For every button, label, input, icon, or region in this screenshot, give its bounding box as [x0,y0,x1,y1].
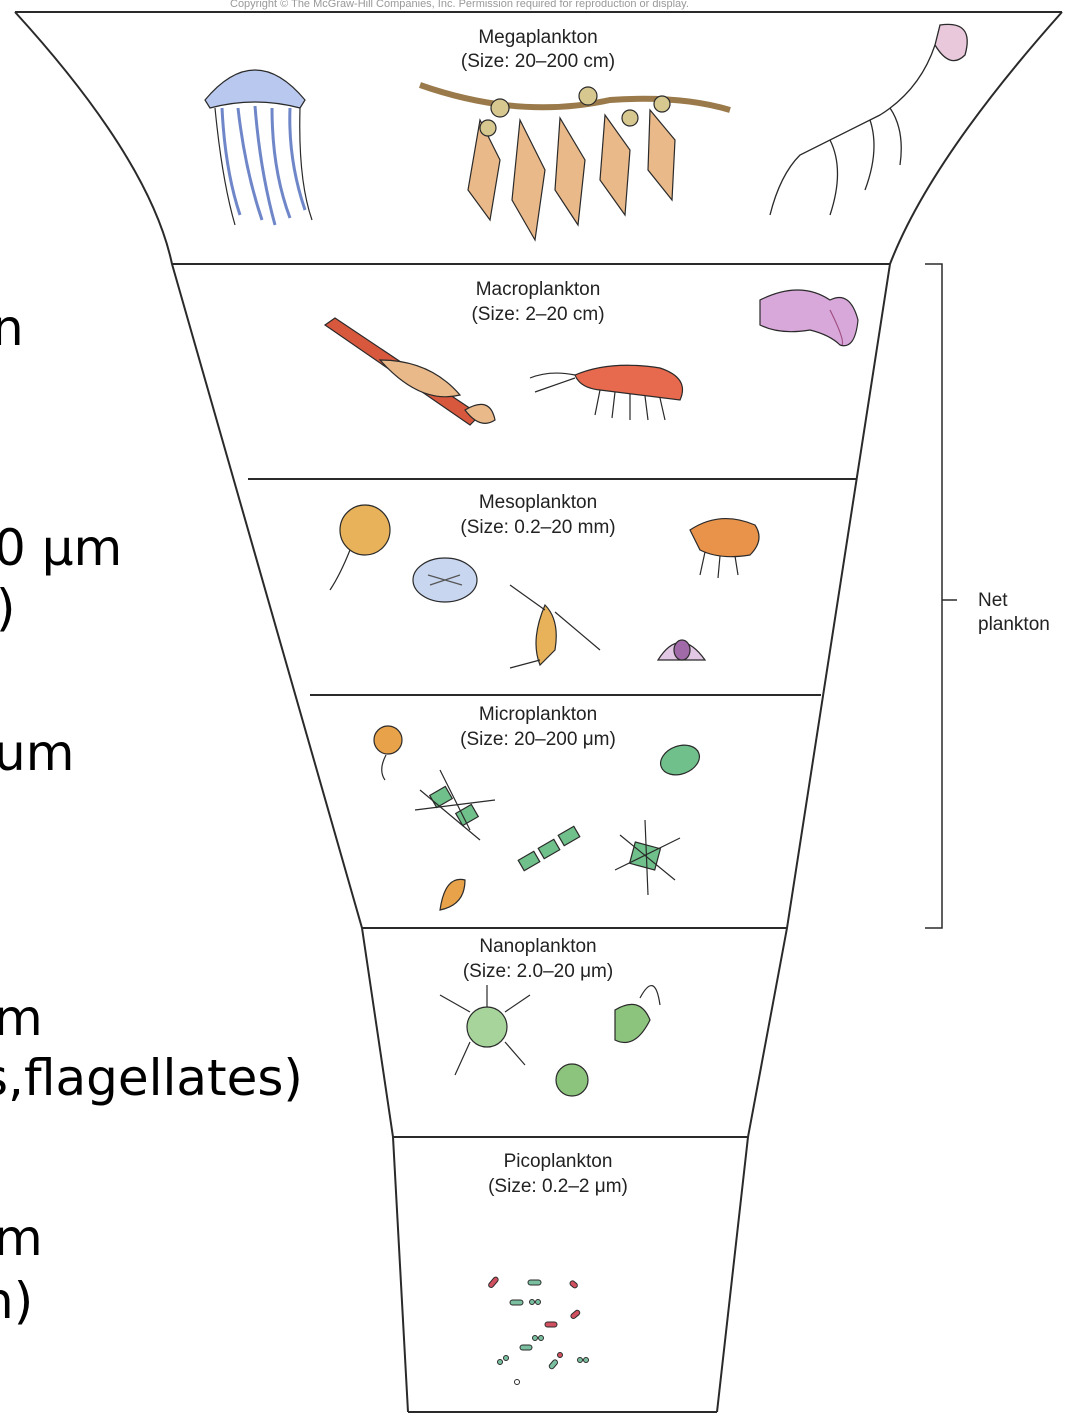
small-jelly-illustration [658,640,705,660]
tier-name: Picoplankton [504,1151,613,1172]
net-plankton-line1: Net [978,590,1008,611]
tier-name: Megaplankton [478,27,597,48]
left-text-5: m [0,989,43,1047]
left-text-8: n) [0,1272,33,1330]
arrow-worm-illustration [325,318,495,425]
left-slide-text: n 0 μm ) um m s,flagellates) m n) [0,299,303,1330]
tier-size: (Size: 0.2–20 mm) [460,517,615,538]
siphonophore-illustration [770,24,967,215]
tier-size: (Size: 20–200 cm) [461,51,615,72]
tier-size: (Size: 2.0–20 μm) [463,961,613,982]
copepod-illustration [510,585,600,668]
pteropod-illustration [760,290,858,346]
salp-illustration [413,558,477,602]
copyright-line: Copyright © The McGraw-Hill Companies, I… [230,0,689,10]
net-plankton-line2: plankton [978,614,1050,635]
left-text-7: m [0,1209,43,1267]
green-cell-illustration [556,1064,588,1096]
dinoflagellate-illustration [374,726,402,780]
tier-name: Microplankton [479,704,597,725]
tier-size: (Size: 0.2–2 μm) [488,1176,628,1197]
left-text-1: n [0,299,24,357]
tier-picoplankton: Picoplankton (Size: 0.2–2 μm) [488,1151,628,1197]
tier-megaplankton: Megaplankton (Size: 20–200 cm) [461,27,615,72]
tier-macroplankton: Macroplankton (Size: 2–20 cm) [471,279,604,325]
spiny-diatom-illustration [615,820,680,895]
tier-name: Macroplankton [476,279,601,300]
diatom-chain-illustration [415,770,580,871]
tier-name: Mesoplankton [479,492,597,513]
left-text-6: s,flagellates) [0,1049,303,1107]
flagellate-illustration [615,986,660,1043]
jellyfish-illustration [205,70,312,225]
tier-size: (Size: 20–200 μm) [460,729,616,750]
amphipod-illustration [690,519,759,578]
centric-diatom-illustration [656,740,703,780]
tintinnid-illustration [440,879,465,910]
noctiluca-illustration [330,505,390,590]
bacteria-cluster-illustration [488,1276,589,1384]
tier-mesoplankton: Mesoplankton (Size: 0.2–20 mm) [460,492,615,538]
tier-microplankton: Microplankton (Size: 20–200 μm) [460,704,616,750]
kelp-illustration [420,85,730,240]
tier-nanoplankton: Nanoplankton (Size: 2.0–20 μm) [463,936,613,982]
krill-illustration [530,365,683,420]
left-text-4: um [0,724,74,782]
tier-size: (Size: 2–20 cm) [471,304,604,325]
net-plankton-bracket [925,264,957,928]
left-text-3: ) [0,579,16,637]
coccolithophore-illustration [440,985,530,1075]
left-text-2: 0 μm [0,519,122,577]
tier-name: Nanoplankton [479,936,596,957]
